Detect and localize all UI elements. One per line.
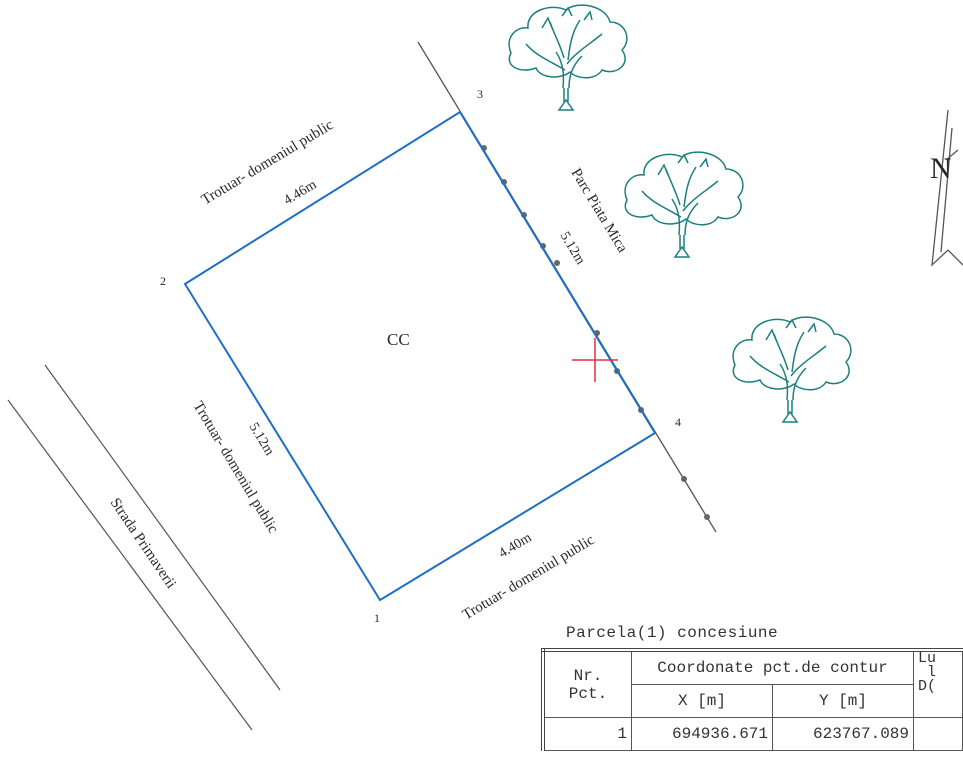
point-4-label: 4 [675, 415, 681, 429]
street-label: Strada Primaverii [107, 495, 179, 591]
header-x: X [m] [631, 684, 773, 718]
street-line-outer [7, 399, 253, 731]
parcel-outline [183, 110, 657, 602]
header-length: Lu l D( [913, 649, 963, 718]
street-line-inner [44, 364, 281, 691]
cell-nr: 1 [542, 717, 632, 751]
header-nr-pct: Nr. Pct. [542, 649, 632, 718]
tree-icon [508, 4, 628, 111]
table-title: Parcela(1) concesiune [566, 624, 779, 642]
area-label: CC [387, 330, 410, 349]
coordinates-table: Nr. Pct. Coordonate pct.de contur Lu l D… [541, 648, 963, 751]
point-1-label: 1 [374, 611, 380, 625]
cell-x: 694936.671 [631, 717, 773, 751]
point-2-label: 2 [160, 274, 166, 288]
table-row: 1 694936.671 623767.089 [542, 717, 963, 751]
header-coords: Coordonate pct.de contur [631, 649, 914, 685]
crosshair-icon [572, 338, 618, 382]
north-arrow-icon [931, 109, 963, 267]
cell-length [913, 717, 963, 751]
length-1-4: 4.40m [496, 530, 534, 561]
tree-icon [732, 316, 852, 423]
north-letter: N [930, 152, 952, 185]
length-3-4: 5.12m [557, 229, 588, 267]
tree-icon [624, 151, 744, 258]
cell-y: 623767.089 [772, 717, 914, 751]
header-y: Y [m] [772, 684, 914, 718]
point-3-label: 3 [477, 87, 483, 101]
top-border-label: Trotuar- domeniul public [199, 117, 337, 209]
left-border-label: Trotuar- domeniul public [190, 399, 282, 537]
